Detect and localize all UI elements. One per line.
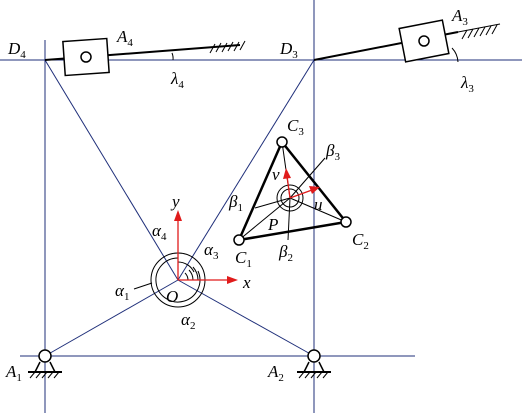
label-beta2: β2 [278,242,293,264]
label-a2: A2 [267,362,284,384]
u-axis-arrow [289,189,313,199]
label-c1: C1 [235,248,252,270]
v-axis-arrow [286,175,291,199]
label-o: O [166,287,178,306]
label-d4: D4 [7,39,26,61]
label-lambda4: λ4 [170,69,184,91]
angle-arc-lambda3 [451,47,459,63]
arc-alpha3 [188,269,194,281]
arc-beta [276,184,304,212]
hatch-a3 [457,23,501,40]
u-arrowhead-icon [309,186,320,194]
joint-c3 [276,136,288,148]
label-c2: C2 [352,230,369,252]
support-a2 [297,349,331,379]
label-alpha2: α2 [181,310,195,332]
joint-a4 [80,51,92,63]
slider-a3 [313,19,501,63]
center-o [150,210,238,308]
label-lambda3: λ3 [460,73,474,95]
label-v: v [272,165,280,184]
label-p: P [267,215,278,234]
beta1-leader [254,197,291,209]
label-u: u [314,195,323,214]
cable-a2-o [177,279,315,357]
label-beta1: β1 [228,192,243,214]
platform-triangle [236,139,349,242]
beta2-leader [287,197,291,241]
arc-alpha1 [155,257,201,303]
label-a4: A4 [116,27,133,49]
label-y: y [170,192,180,211]
moving-platform [233,136,352,246]
label-beta3: β3 [325,141,340,163]
label-a3: A3 [451,6,468,28]
joint-a2 [307,349,321,363]
joint-a1 [38,349,52,363]
x-arrowhead-icon [227,276,238,284]
label-x: x [242,273,251,292]
label-alpha3: α3 [204,240,219,262]
cables [44,59,315,357]
angle-arc-lambda4 [171,52,174,61]
cable-a1-o [44,279,179,357]
support-a1 [28,349,62,379]
joint-c2 [340,216,352,228]
cable-d4-o [44,59,179,281]
joint-c1 [233,234,245,246]
label-alpha4: α4 [152,221,167,243]
label-d3: D3 [279,39,298,61]
y-arrowhead-icon [174,210,182,221]
v-arrowhead-icon [283,168,291,179]
hatch-a4 [209,40,246,54]
label-alpha1: α1 [115,281,129,303]
cable-d3-o [177,59,315,281]
joint-a3 [418,35,430,47]
labels: D4 D3 A4 A3 A1 A2 λ4 λ3 C3 C1 C2 β3 β1 β… [5,6,474,384]
slider-a4 [44,37,246,77]
label-a1: A1 [5,362,22,384]
label-c3: C3 [287,116,304,138]
arc-alpha4 [177,261,195,273]
